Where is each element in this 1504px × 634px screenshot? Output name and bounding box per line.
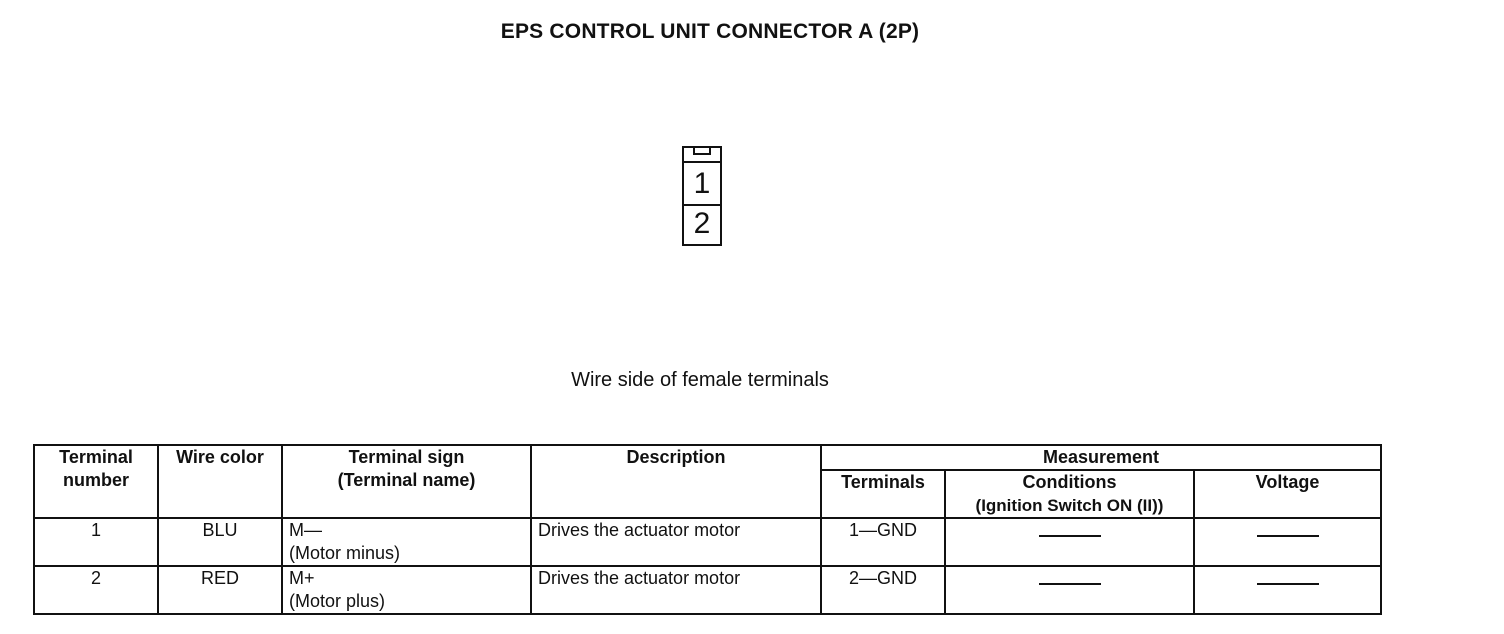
empty-dash [1038,583,1101,586]
header-terminal-number: Terminal number [33,444,159,519]
terminal-table: Terminal number Wire color Terminal sign… [33,444,1383,615]
header-voltage: Voltage [1192,469,1383,519]
table-row: 1 BLU M— (Motor minus) Drives the actuat… [33,517,1383,567]
header-measurement: Measurement [819,444,1383,471]
connector-pin-1: 1 [693,167,711,200]
connector-pin-divider [684,204,720,206]
header-terminals: Terminals [820,469,946,519]
terminal-sign: M— [289,520,322,540]
terminal-sign: M+ [289,568,315,588]
empty-dash [1256,535,1319,538]
connector-diagram: 1 2 [682,146,722,246]
header-conditions-line2: (Ignition Switch ON (II)) [975,496,1164,515]
empty-dash [1256,583,1319,586]
cell-wire-color: BLU [157,517,283,567]
cell-terminals: 1—GND [820,517,946,567]
cell-voltage [1192,565,1383,615]
table-row: 2 RED M+ (Motor plus) Drives the actuato… [33,565,1383,615]
cell-terminal-number: 2 [33,565,159,615]
connector-caption: Wire side of female terminals [571,369,829,391]
table-header-row: Terminal number Wire color Terminal sign… [33,444,1383,519]
cell-terminals: 2—GND [820,565,946,615]
header-terminal-sign: Terminal sign (Terminal name) [281,444,532,519]
terminal-name: (Motor plus) [289,591,386,611]
header-wire-color: Wire color [157,444,283,519]
cell-terminal-sign: M+ (Motor plus) [281,565,532,615]
connector-latch-line [684,161,720,163]
cell-conditions [944,517,1195,567]
header-terminal-sign-line1: Terminal sign [348,447,465,467]
header-conditions: Conditions (Ignition Switch ON (II)) [944,469,1195,519]
cell-description: Drives the actuator motor [530,517,822,567]
page-title: EPS CONTROL UNIT CONNECTOR A (2P) [500,20,920,43]
header-terminal-sign-line2: (Terminal name) [337,470,476,490]
cell-terminal-sign: M— (Motor minus) [281,517,532,567]
cell-conditions [944,565,1195,615]
cell-voltage [1192,517,1383,567]
table-subheader-row: Terminals Conditions (Ignition Switch ON… [34,469,1383,519]
terminal-name: (Motor minus) [289,543,401,563]
cell-terminal-number: 1 [33,517,159,567]
cell-description: Drives the actuator motor [530,565,822,615]
connector-pin-2: 2 [693,207,711,240]
header-description: Description [530,444,822,519]
header-conditions-line1: Conditions [1022,472,1117,492]
cell-wire-color: RED [157,565,283,615]
connector-latch [693,146,711,155]
empty-dash [1038,535,1101,538]
